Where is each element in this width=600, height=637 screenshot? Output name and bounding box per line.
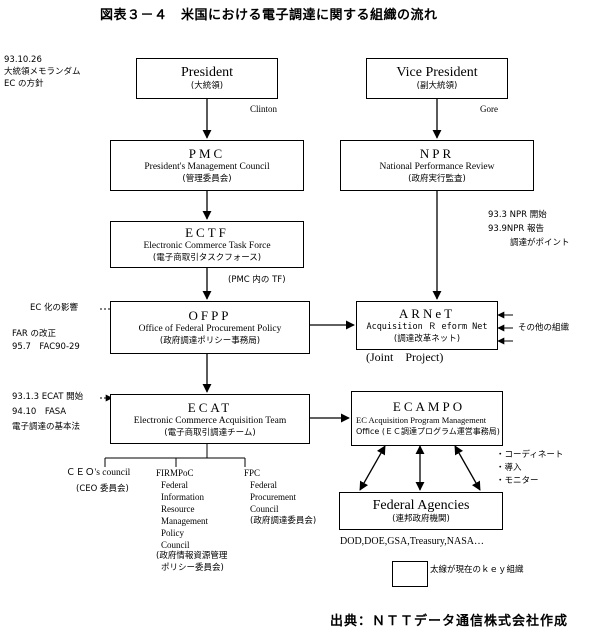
fpc-3: Council [250,504,279,514]
firmpoc-1: Federal [161,480,188,490]
other-orgs-label: その他の組織 [518,323,570,333]
ofpp-title: OFPP [188,308,232,323]
joint-project-label: (Joint Project) [366,350,444,364]
memo-date: 93.10.26 [4,55,42,65]
ecat-start-label: 93.1.3 ECAT 開始 [12,392,84,402]
ofpp-sub: Office of Federal Procurement Policy [138,324,282,334]
basic-law-label: 電子調達の基本法 [12,422,81,432]
ecampo-jp: Office (ＥＣ調達プログラム運営事務局) [356,427,500,436]
firmpoc-7: (政府情報資源管理 [156,551,228,561]
npr-note3: 調達がポイント [510,238,570,248]
far-label-1: FAR の改正 [12,329,57,339]
firmpoc-5: Policy [161,528,185,538]
ecat-jp: (電子商取引調達チーム) [164,427,256,438]
arnet-title: ARNeT [398,306,456,321]
pmc-box: PMC President's Management Council (管理委員… [110,140,304,191]
ectf-box: ECTF Electronic Commerce Task Force (電子商… [110,221,304,268]
npr-note2: 93.9NPR 報告 [488,224,545,234]
memo-line2: EC の方針 [4,79,44,89]
ectf-jp: (電子商取引タスクフォース) [152,253,262,263]
pmc-title: PMC [188,146,226,161]
fpc-1: Federal [250,480,277,490]
arnet-box: ARNeT Acquisition Ｒ eform Net (調達改革ネット) [356,301,498,350]
page-title: 図表３－４ 米国における電子調達に関する組織の流れ [100,8,438,23]
fpc-4: (政府調達委員会) [250,516,317,526]
pmc-tf-label: (PMC 内の TF) [228,275,286,285]
role-introduce: ・導入 [496,463,522,473]
gore-label: Gore [480,104,498,114]
fpc-0: FPC [244,468,261,478]
president-sub: (大統領) [190,81,224,91]
npr-sub: National Performance Review [379,162,495,172]
ectf-title: ECTF [185,225,229,240]
ecampo-sub: EC Acquisition Program Management [356,415,487,425]
federal-agencies-title: Federal Agencies [372,497,470,513]
federal-agencies-box: Federal Agencies (連邦政府機関) [339,492,503,530]
agency-list: DOD,DOE,GSA,Treasury,NASA… [340,536,484,547]
memo-line1: 大統領メモランダム [4,67,81,77]
role-monitor: ・モニター [496,476,539,486]
ofpp-box: OFPP Office of Federal Procurement Polic… [110,301,310,354]
ecat-sub: Electronic Commerce Acquisition Team [133,415,287,426]
pmc-jp: (管理委員会) [182,174,232,184]
arnet-sub: Acquisition Ｒ eform Net [366,322,488,332]
far-label-2: 95.7 FAC90-29 [12,342,80,352]
ofpp-jp: (政府調達ポリシー事務局) [159,336,261,346]
legend-box [392,561,428,587]
firmpoc-2: Information [161,492,204,502]
ecampo-title: ECAMPO [392,399,466,414]
ecat-box: ECAT Electronic Commerce Acquisition Tea… [110,394,310,444]
npr-jp: (政府実行監査) [408,174,466,184]
firmpoc-0: FIRMPoC [156,468,194,478]
legend-label: 太線が現在のｋｅｙ組織 [430,565,524,575]
ceo-jp-label: (CEO 委員会) [76,484,129,494]
npr-note1: 93.3 NPR 開始 [488,210,547,220]
source-credit: 出典：ＮＴＴデータ通信株式会社作成 [330,614,569,629]
federal-agencies-jp: (連邦政府機関) [392,513,450,524]
ceo-council-label: ＣＥＯ's council [66,468,131,478]
arrow-ecampo-agency-3 [454,445,481,491]
vice-president-sub: (副大統領) [416,81,458,91]
arrow-ecampo-agency-1 [359,445,386,491]
arnet-jp: (調達改革ネット) [393,334,461,344]
firmpoc-4: Management [161,516,208,526]
ectf-sub: Electronic Commerce Task Force [143,241,271,251]
role-coordinate: ・コーディネート [496,450,564,460]
npr-title: NPR [419,146,455,161]
firmpoc-6: Council [161,540,190,550]
firmpoc-3: Resource [161,504,195,514]
clinton-label: Clinton [250,104,278,114]
fasa-label: 94.10 FASA [12,407,67,417]
pmc-sub: President's Management Council [144,162,270,172]
firmpoc-8: ポリシー委員会) [161,563,224,573]
npr-box: NPR National Performance Review (政府実行監査) [340,140,534,191]
ecat-title: ECAT [187,399,233,415]
vice-president-box: Vice President (副大統領) [366,58,508,99]
president-box: President (大統領) [136,58,278,99]
vice-president-title: Vice President [396,65,478,80]
fpc-2: Procurement [250,492,296,502]
ecampo-box: ECAMPO EC Acquisition Program Management… [351,391,503,446]
president-title: President [180,65,234,80]
ec-effect-label: EC 化の影響 [30,303,79,313]
